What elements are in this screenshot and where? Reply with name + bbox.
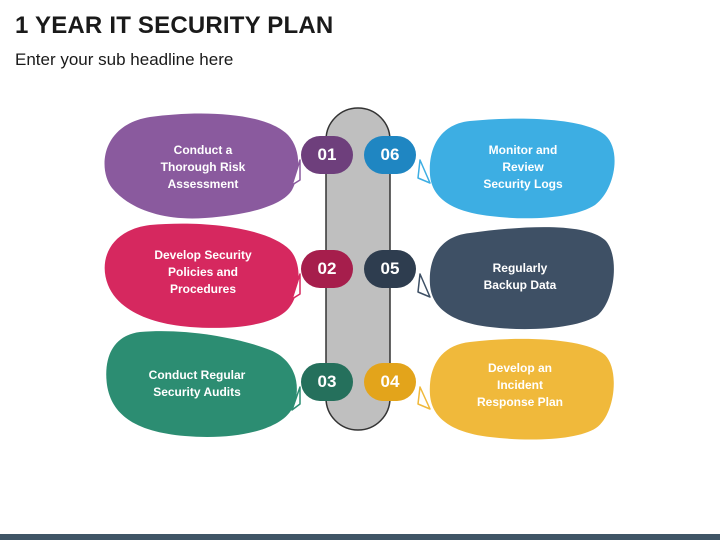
connector-04 (417, 386, 431, 410)
badge-06 (364, 136, 416, 174)
step-01-text: Conduct a Thorough Risk Assessment (160, 142, 246, 191)
step-06-number: 06 (380, 145, 400, 164)
badge-02 (301, 250, 353, 288)
blob-step-04 (429, 338, 614, 440)
page-subtitle: Enter your sub headline here (15, 50, 234, 69)
step-03-text: Conduct Regular Security Audits (148, 368, 246, 399)
badge-01 (301, 136, 353, 174)
step-03-number: 03 (317, 372, 337, 391)
blob-step-02 (104, 223, 299, 328)
step-05-text: Regularly Backup Data (483, 261, 557, 292)
bottom-accent-bar (0, 534, 720, 540)
blob-step-06 (429, 118, 615, 219)
blob-step-03 (106, 331, 297, 437)
step-01-number: 01 (317, 145, 337, 164)
badge-03 (301, 363, 353, 401)
page-title: 1 YEAR IT SECURITY PLAN (15, 12, 334, 39)
connector-05 (417, 273, 431, 298)
blob-step-05 (429, 227, 614, 330)
step-02-number: 02 (317, 259, 337, 278)
connector-06 (417, 159, 431, 184)
step-05-number: 05 (380, 259, 400, 278)
connector-02 (291, 273, 301, 300)
step-04-text: Develop an Incident Response Plan (476, 360, 564, 409)
connector-01 (291, 159, 301, 186)
badge-05 (364, 250, 416, 288)
badge-04 (364, 363, 416, 401)
blob-step-01 (104, 113, 299, 219)
connector-03 (291, 386, 301, 411)
step-04-number: 04 (380, 372, 400, 391)
step-02-text: Develop Security Policies and Procedures (154, 247, 252, 296)
step-06-text: Monitor and Review Security Logs (483, 142, 563, 191)
